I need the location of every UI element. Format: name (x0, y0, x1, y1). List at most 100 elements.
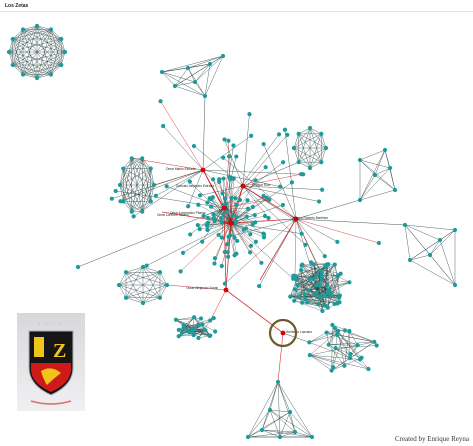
graph-node[interactable] (129, 209, 134, 214)
graph-node[interactable] (359, 355, 364, 360)
graph-node[interactable] (140, 300, 146, 306)
graph-node[interactable] (196, 322, 201, 328)
graph-node[interactable] (235, 238, 240, 244)
graph-node[interactable] (234, 202, 239, 208)
graph-node[interactable] (229, 195, 234, 201)
graph-node[interactable] (222, 196, 227, 201)
graph-node[interactable] (332, 301, 337, 306)
graph-node[interactable] (224, 242, 230, 247)
graph-node[interactable] (221, 176, 226, 181)
graph-node[interactable] (200, 322, 205, 327)
graph-node[interactable] (366, 366, 371, 372)
graph-node[interactable] (292, 429, 298, 435)
graph-node[interactable] (205, 227, 210, 232)
graph-node[interactable] (253, 178, 258, 183)
graph-node[interactable] (161, 123, 166, 129)
graph-node[interactable] (332, 262, 337, 267)
graph-node[interactable] (195, 223, 200, 228)
graph-node[interactable] (266, 215, 271, 221)
graph-node[interactable] (205, 220, 211, 225)
graph-node[interactable] (176, 327, 181, 332)
graph-node[interactable] (293, 216, 299, 222)
graph-node[interactable] (276, 132, 282, 137)
graph-node[interactable] (203, 328, 208, 333)
graph-node[interactable] (224, 209, 229, 214)
graph-node[interactable] (34, 75, 40, 81)
graph-node[interactable] (191, 333, 196, 338)
graph-node[interactable] (223, 287, 229, 293)
graph-node[interactable] (212, 256, 218, 261)
graph-node[interactable] (437, 237, 443, 243)
graph-node[interactable] (157, 295, 163, 300)
graph-node[interactable] (299, 231, 304, 236)
graph-node[interactable] (261, 193, 266, 198)
graph-node[interactable] (250, 204, 255, 210)
graph-node[interactable] (289, 180, 295, 185)
graph-node[interactable] (319, 160, 324, 165)
graph-node[interactable] (316, 199, 322, 204)
graph-node[interactable] (207, 61, 213, 67)
graph-node[interactable] (211, 215, 216, 221)
graph-node[interactable] (10, 36, 15, 42)
graph-node[interactable] (220, 191, 225, 196)
graph-node[interactable] (231, 143, 236, 148)
graph-node[interactable] (299, 267, 304, 273)
graph-node[interactable] (226, 254, 231, 259)
graph-node[interactable] (332, 326, 338, 331)
graph-node[interactable] (331, 365, 336, 370)
graph-node[interactable] (317, 268, 322, 273)
graph-node[interactable] (335, 273, 340, 278)
graph-node[interactable] (59, 36, 64, 42)
graph-node[interactable] (140, 264, 146, 270)
graph-node[interactable] (144, 263, 149, 268)
graph-node[interactable] (288, 294, 293, 299)
graph-node[interactable] (205, 215, 210, 220)
graph-node[interactable] (253, 239, 259, 244)
graph-node[interactable] (326, 342, 331, 347)
graph-node[interactable] (282, 127, 288, 132)
graph-node[interactable] (348, 351, 353, 357)
graph-node[interactable] (205, 200, 210, 205)
graph-node[interactable] (129, 156, 134, 161)
graph-node[interactable] (20, 27, 26, 32)
graph-node[interactable] (312, 292, 318, 297)
graph-node[interactable] (197, 193, 203, 198)
graph-node[interactable] (342, 328, 348, 333)
graph-node[interactable] (220, 53, 226, 59)
graph-node[interactable] (123, 270, 129, 275)
graph-node[interactable] (319, 274, 324, 280)
graph-node[interactable] (292, 298, 297, 303)
graph-node[interactable] (245, 434, 251, 440)
graph-node[interactable] (347, 328, 352, 334)
graph-node[interactable] (307, 125, 313, 131)
graph-node[interactable] (202, 93, 208, 99)
graph-node[interactable] (267, 197, 272, 202)
graph-node[interactable] (164, 184, 169, 189)
graph-node[interactable] (237, 197, 243, 203)
graph-node[interactable] (307, 165, 313, 171)
graph-node[interactable] (222, 281, 228, 286)
graph-node[interactable] (257, 283, 262, 289)
graph-node[interactable] (219, 215, 224, 221)
graph-node[interactable] (328, 293, 334, 299)
graph-node[interactable] (34, 23, 40, 29)
graph-node[interactable] (159, 69, 165, 75)
graph-node[interactable] (302, 291, 307, 297)
graph-node[interactable] (305, 300, 310, 305)
graph-node[interactable] (267, 407, 273, 413)
graph-node[interactable] (185, 65, 191, 71)
graph-node[interactable] (192, 315, 197, 320)
graph-node[interactable] (240, 183, 246, 189)
graph-node[interactable] (6, 49, 12, 55)
graph-node[interactable] (157, 270, 163, 275)
graph-node[interactable] (323, 303, 328, 308)
graph-node[interactable] (209, 204, 214, 209)
graph-node[interactable] (234, 215, 239, 220)
graph-node[interactable] (230, 213, 235, 218)
graph-node[interactable] (291, 145, 297, 151)
graph-node[interactable] (158, 99, 163, 104)
graph-node[interactable] (387, 165, 393, 171)
graph-node[interactable] (244, 214, 249, 219)
graph-node[interactable] (226, 234, 231, 239)
graph-node[interactable] (303, 296, 308, 302)
